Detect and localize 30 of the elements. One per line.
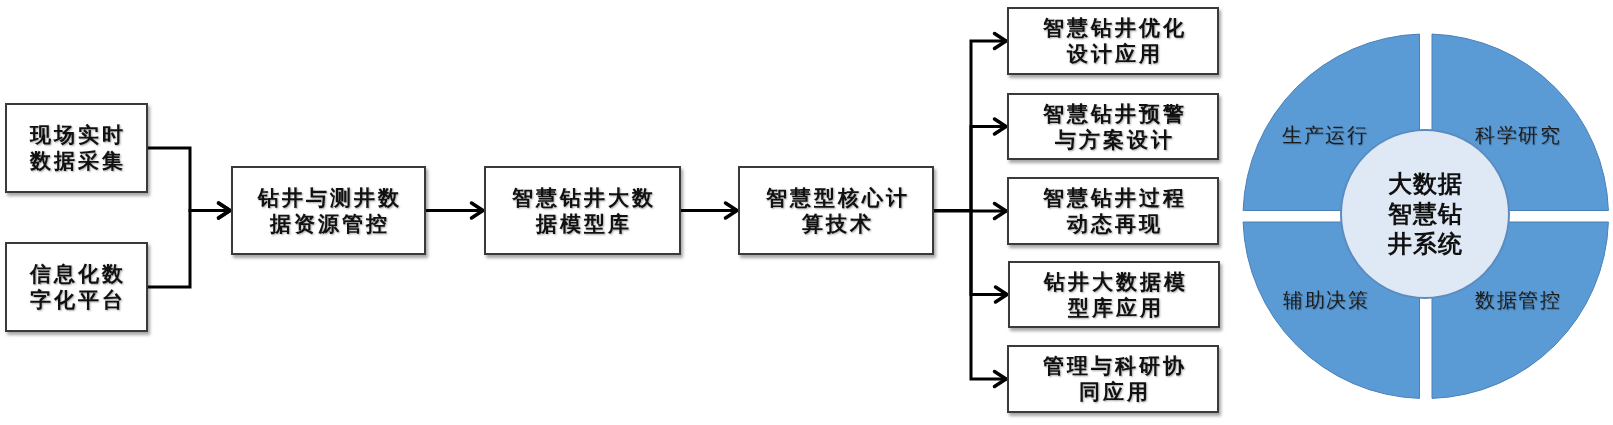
arrow bbox=[426, 201, 485, 220]
process-label: 钻井大数据模型库应用 bbox=[1042, 268, 1189, 321]
arrow bbox=[934, 201, 1008, 221]
process-box bbox=[1007, 345, 1219, 413]
process-label: 智慧型核心计算技术 bbox=[764, 184, 911, 237]
process-label: 信息化数字化平台 bbox=[28, 261, 127, 313]
process-box bbox=[1007, 93, 1219, 160]
process-label: 现场实时数据采集 bbox=[28, 122, 127, 174]
process-label: 智慧钻井预警与方案设计 bbox=[1041, 100, 1188, 153]
segment-label: 辅助决策 bbox=[1283, 288, 1369, 312]
process-box bbox=[1007, 7, 1219, 75]
segment-label: 数据管控 bbox=[1475, 288, 1561, 312]
arrow bbox=[934, 209, 1008, 389]
process-box bbox=[5, 242, 148, 332]
process-label: 管理与科研协同应用 bbox=[1041, 353, 1188, 405]
process-label: 智慧钻井优化设计应用 bbox=[1041, 15, 1188, 67]
hub-label: 大数据智慧钻井系统 bbox=[1386, 169, 1464, 259]
process-box bbox=[484, 166, 681, 255]
arrow bbox=[681, 201, 739, 220]
process-label: 智慧钻井大数据模型库 bbox=[511, 184, 657, 237]
segment-label: 科学研究 bbox=[1475, 123, 1561, 147]
process-box bbox=[1007, 177, 1219, 245]
process-label: 智慧钻井过程动态再现 bbox=[1041, 185, 1188, 237]
process-box bbox=[1008, 261, 1220, 328]
process-box bbox=[231, 166, 426, 255]
process-label: 钻井与测井数据资源管控 bbox=[256, 184, 403, 237]
arrow bbox=[148, 201, 232, 289]
segment-label: 生产运行 bbox=[1282, 123, 1368, 147]
process-box bbox=[5, 103, 148, 193]
process-box bbox=[738, 166, 934, 255]
